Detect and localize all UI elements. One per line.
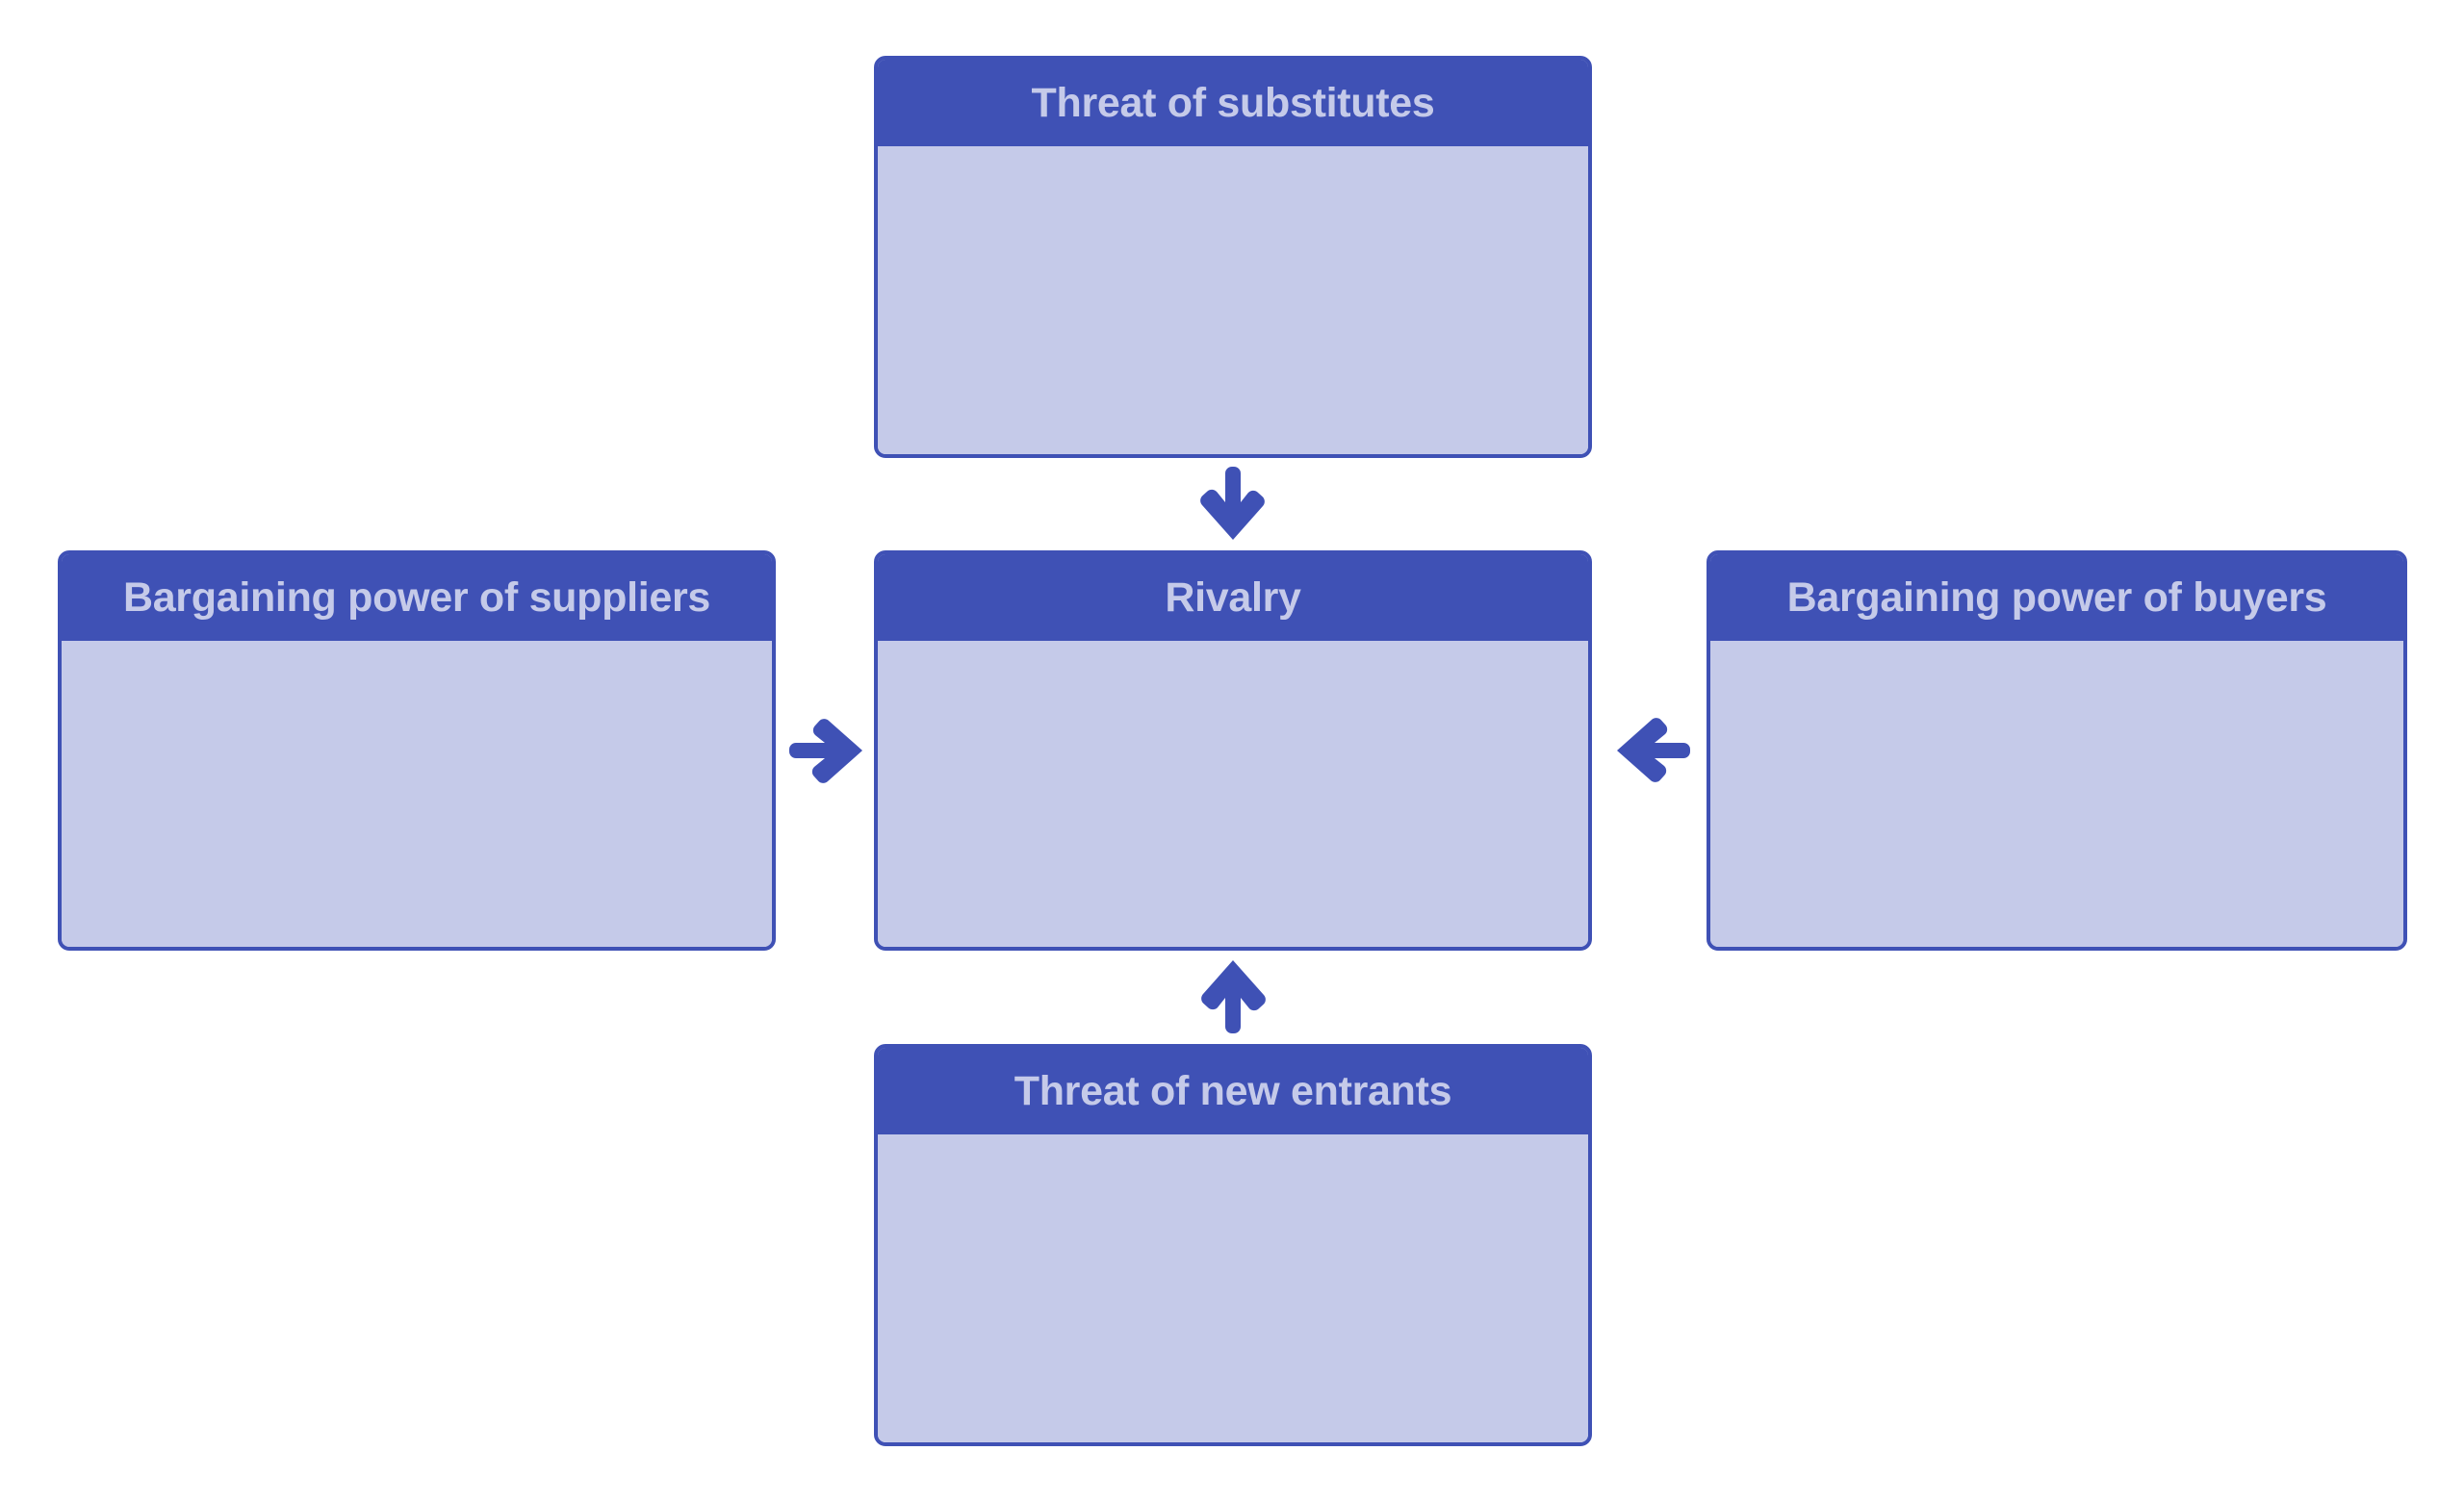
force-box-title-rivalry: Rivalry xyxy=(878,554,1588,641)
arrow-down-icon xyxy=(1198,465,1268,542)
force-box-threat-of-new-entrants[interactable]: Threat of new entrants xyxy=(874,1044,1592,1446)
arrow-up-icon xyxy=(1198,958,1268,1035)
arrow-left-icon xyxy=(1615,716,1692,785)
force-box-body-bargaining-power-of-suppliers[interactable] xyxy=(62,641,772,947)
arrow-right-icon xyxy=(787,716,864,785)
force-box-body-threat-of-new-entrants[interactable] xyxy=(878,1134,1588,1442)
force-box-body-bargaining-power-of-buyers[interactable] xyxy=(1710,641,2403,947)
force-box-rivalry[interactable]: Rivalry xyxy=(874,550,1592,951)
force-box-title-threat-of-new-entrants: Threat of new entrants xyxy=(878,1048,1588,1134)
force-box-title-bargaining-power-of-buyers: Bargaining power of buyers xyxy=(1710,554,2403,641)
force-box-body-rivalry[interactable] xyxy=(878,641,1588,947)
force-box-bargaining-power-of-buyers[interactable]: Bargaining power of buyers xyxy=(1707,550,2407,951)
force-box-threat-of-substitutes[interactable]: Threat of substitutes xyxy=(874,56,1592,458)
force-box-title-bargaining-power-of-suppliers: Bargaining power of suppliers xyxy=(62,554,772,641)
force-box-bargaining-power-of-suppliers[interactable]: Bargaining power of suppliers xyxy=(58,550,776,951)
force-box-title-threat-of-substitutes: Threat of substitutes xyxy=(878,60,1588,146)
force-box-body-threat-of-substitutes[interactable] xyxy=(878,146,1588,454)
